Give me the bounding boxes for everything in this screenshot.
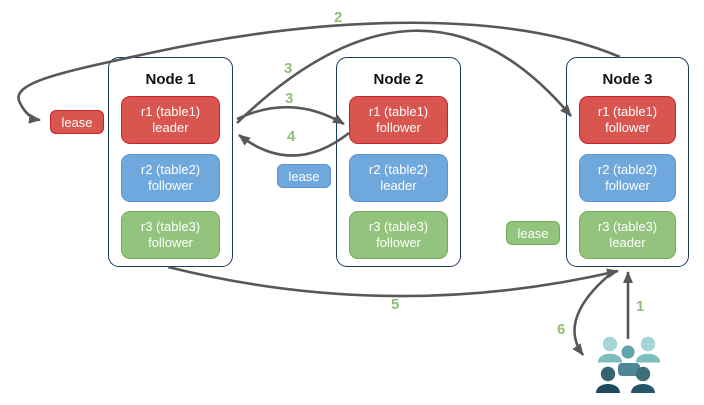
step-label-3b: 3 xyxy=(285,90,294,107)
replica-role: leader xyxy=(609,235,646,250)
replica-r2-node1: r2 (table2) follower xyxy=(121,154,220,202)
step-label-6: 6 xyxy=(557,321,566,338)
step-label-4: 4 xyxy=(287,128,296,145)
replica-name: r1 (table1) xyxy=(597,104,658,119)
node-title: Node 1 xyxy=(145,71,196,88)
replica-role: follower xyxy=(376,235,421,250)
lease-label: lease xyxy=(288,168,320,184)
arrow-step-3-node2 xyxy=(236,105,345,126)
replica-name: r1 (table1) xyxy=(368,104,429,119)
arrow-step-5 xyxy=(167,265,619,298)
replica-role: follower xyxy=(148,178,193,193)
lease-tag-r3: lease xyxy=(506,221,560,245)
node-title: Node 2 xyxy=(373,71,424,88)
lease-label: lease xyxy=(517,225,549,241)
step-label-2: 2 xyxy=(334,9,343,26)
node-3: Node 3 r1 (table1) follower r2 (table2) … xyxy=(566,57,689,267)
replica-r1-node1: r1 (table1) leader xyxy=(121,96,220,144)
replica-r3-node1: r3 (table3) follower xyxy=(121,211,220,259)
replica-name: r2 (table2) xyxy=(140,162,201,177)
replica-name: r2 (table2) xyxy=(368,162,429,177)
replica-role: leader xyxy=(152,120,189,135)
replica-r3-node3: r3 (table3) leader xyxy=(579,211,676,259)
replica-role: follower xyxy=(605,120,650,135)
replica-role: leader xyxy=(380,178,417,193)
replica-r2-node2: r2 (table2) leader xyxy=(349,154,448,202)
replica-name: r2 (table2) xyxy=(597,162,658,177)
replica-r1-node3: r1 (table1) follower xyxy=(579,96,676,144)
node-title: Node 3 xyxy=(602,71,653,88)
replica-role: follower xyxy=(148,235,193,250)
lease-tag-r1: lease xyxy=(50,110,104,134)
replica-r3-node2: r3 (table3) follower xyxy=(349,211,448,259)
replica-r2-node3: r2 (table2) follower xyxy=(579,154,676,202)
replica-name: r1 (table1) xyxy=(140,104,201,119)
users-group-icon xyxy=(596,336,660,393)
replica-name: r3 (table3) xyxy=(368,219,429,234)
step-label-3a: 3 xyxy=(284,60,293,77)
replica-name: r3 (table3) xyxy=(597,219,658,234)
lease-label: lease xyxy=(61,114,93,130)
lease-tag-r2: lease xyxy=(277,164,331,188)
node-1: Node 1 r1 (table1) leader r2 (table2) fo… xyxy=(108,57,233,267)
replica-role: follower xyxy=(605,178,650,193)
replica-role: follower xyxy=(376,120,421,135)
step-label-1: 1 xyxy=(636,298,645,315)
replica-r1-node2: r1 (table1) follower xyxy=(349,96,448,144)
replica-name: r3 (table3) xyxy=(140,219,201,234)
node-2: Node 2 r1 (table1) follower r2 (table2) … xyxy=(336,57,461,267)
step-label-5: 5 xyxy=(391,296,400,313)
